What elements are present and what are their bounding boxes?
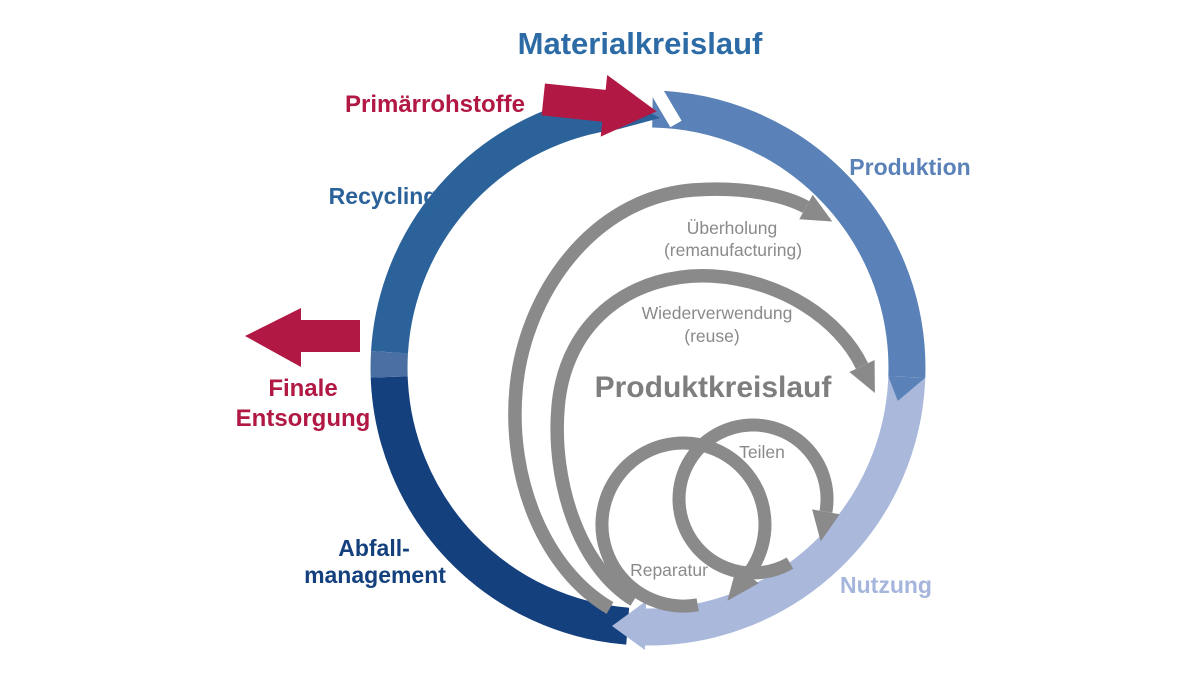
final-disposal-label-line2: Entsorgung (236, 405, 371, 432)
reuse-label: Wiederverwendung (reuse) (642, 303, 793, 346)
reuse-loop-arc (550, 269, 869, 606)
reuse-label-line2: (reuse) (684, 326, 739, 346)
production-use-chevron (888, 376, 926, 401)
use-arc (643, 376, 926, 646)
production-arc (652, 90, 926, 378)
final-disposal-label-line1: Finale (268, 375, 337, 402)
waste-management-label: Abfall- management (304, 535, 446, 588)
waste-management-label-line2: management (304, 562, 446, 588)
overhaul-label-line1: Überholung (687, 218, 777, 238)
primary-raw-materials-arrow-icon (541, 75, 657, 137)
sharing-arrowhead-icon (812, 509, 840, 542)
production-label: Produktion (849, 154, 970, 180)
diagram-title: Materialkreislauf (518, 26, 763, 61)
repair-loop-circle (595, 436, 772, 613)
use-arrowhead-icon (612, 601, 646, 650)
reuse-label-line1: Wiederverwendung (642, 303, 793, 323)
sharing-label: Teilen (739, 442, 785, 462)
sharing-loop-circle (672, 418, 834, 580)
repair-label: Reparatur (630, 560, 708, 580)
top-junction-gap (644, 76, 682, 128)
inner-cycle-title: Produktkreislauf (595, 371, 833, 404)
waste-management-label-line1: Abfall- (338, 535, 410, 561)
overhaul-label-line2: (remanufacturing) (664, 240, 802, 260)
overhaul-label: Überholung (remanufacturing) (664, 218, 802, 260)
recycling-arc (371, 92, 619, 354)
overhaul-loop-arc (508, 182, 810, 614)
recycling-label: Recycling (329, 183, 438, 209)
final-disposal-label: Finale Entsorgung (236, 375, 371, 432)
final-disposal-arrow-icon (245, 308, 360, 367)
use-label: Nutzung (840, 572, 932, 598)
overhaul-arrowhead-icon (799, 194, 833, 222)
waste-management-arc (370, 376, 630, 645)
reuse-arrowhead-icon (849, 360, 875, 393)
primary-raw-materials-label: Primärrohstoffe (345, 91, 525, 118)
product-cycle-big-loops (508, 182, 875, 614)
product-cycle-small-loops (595, 418, 840, 613)
